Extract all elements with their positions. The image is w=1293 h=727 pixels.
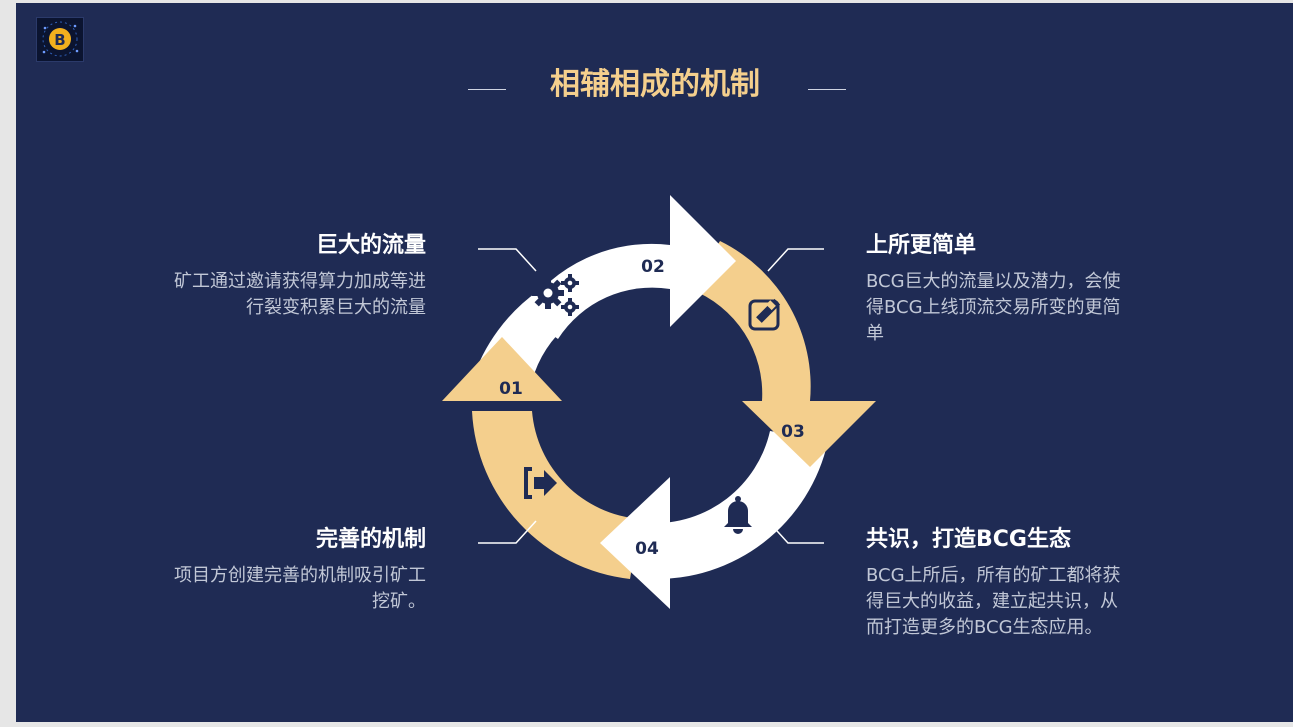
slide: B 相辅相成的机制	[16, 3, 1293, 722]
block-text: 矿工通过邀请获得算力加成等进行裂变积累巨大的流量	[174, 271, 426, 318]
arrow-head-04	[600, 477, 670, 609]
svg-text:B: B	[54, 31, 65, 49]
gears-icon	[532, 274, 579, 316]
page-title: 相辅相成的机制	[550, 67, 760, 102]
title-divider-left	[468, 89, 506, 90]
bell-icon	[724, 496, 752, 534]
title-bar: 相辅相成的机制	[16, 63, 1293, 109]
connector-bottom-left	[478, 520, 537, 544]
cycle-segment-01	[472, 411, 640, 579]
step-number-04: 04	[635, 539, 659, 559]
block-top-right: 上所更简单 BCG巨大的流量以及潜力，会使得BCG上线顶流交易所变的更简单	[866, 231, 1126, 347]
block-heading: 巨大的流量	[315, 233, 426, 258]
block-heading: 上所更简单	[866, 233, 977, 258]
connector-top-right	[767, 248, 824, 272]
title-divider-right	[808, 89, 846, 90]
block-top-left: 巨大的流量 矿工通过邀请获得算力加成等进行裂变积累巨大的流量	[166, 231, 426, 321]
block-text: 项目方创建完善的机制吸引矿工挖矿。	[174, 565, 426, 612]
connector-top-left	[478, 248, 537, 272]
edit-icon	[748, 298, 781, 331]
block-bottom-right: 共识，打造BCG生态 BCG上所后，所有的矿工都将获得巨大的收益，建立起共识，从…	[866, 525, 1126, 641]
block-text: BCG巨大的流量以及潜力，会使得BCG上线顶流交易所变的更简单	[866, 271, 1121, 344]
sign-in-icon	[524, 467, 557, 499]
block-heading: 完善的机制	[315, 527, 426, 552]
arrow-head-02	[670, 195, 736, 327]
step-number-02: 02	[641, 257, 665, 277]
block-bottom-left: 完善的机制 项目方创建完善的机制吸引矿工挖矿。	[166, 525, 426, 615]
connector-bottom-right	[767, 520, 824, 544]
block-heading: 共识，打造BCG生态	[866, 527, 1071, 552]
block-text: BCG上所后，所有的矿工都将获得巨大的收益，建立起共识，从而打造更多的BCG生态…	[866, 565, 1121, 638]
arrow-head-03	[742, 401, 876, 467]
step-number-01: 01	[499, 379, 523, 399]
cycle-diagram: 02 03 04 01	[442, 195, 876, 609]
step-number-03: 03	[781, 422, 805, 442]
bitcoin-logo-icon: B	[36, 17, 84, 62]
arrow-head-01	[442, 337, 562, 401]
